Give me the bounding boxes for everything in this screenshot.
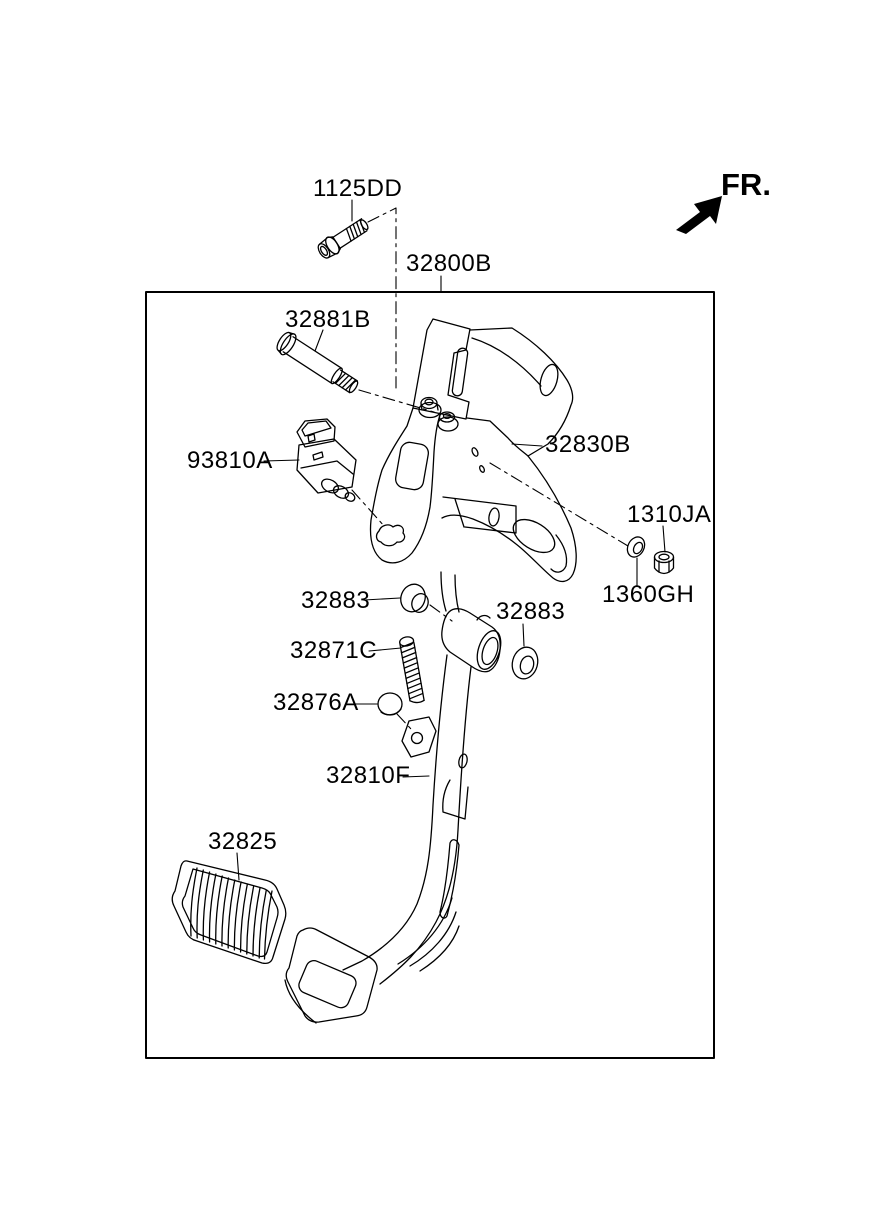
- pin-drawing: [274, 329, 363, 398]
- stopper-drawing: [378, 693, 436, 757]
- pedal-arm-drawing: [343, 655, 471, 984]
- part-label-32881b: 32881B: [285, 306, 371, 333]
- fr-arrow-icon: [676, 196, 722, 234]
- part-label-32800b: 32800B: [406, 250, 492, 277]
- part-label-32825: 32825: [208, 828, 278, 855]
- part-label-32883-lower: 32883: [496, 598, 566, 625]
- centerlines: [352, 208, 628, 729]
- border-box: [146, 292, 714, 1058]
- part-label-32871c: 32871C: [290, 637, 378, 664]
- bushing-upper-drawing: [397, 581, 431, 616]
- part-label-32883-upper: 32883: [301, 587, 371, 614]
- pedal-pad-drawing: [172, 861, 286, 964]
- part-label-32876a: 32876A: [273, 689, 359, 716]
- part-label-1310ja: 1310JA: [627, 501, 712, 528]
- bolt-drawing: [315, 215, 371, 261]
- bracket-drawing: [413, 319, 573, 456]
- part-label-32810f: 32810F: [326, 762, 411, 789]
- member-drawing: [370, 408, 576, 581]
- part-label-93810a: 93810A: [187, 447, 273, 474]
- pivot-tube-drawing: [441, 572, 505, 672]
- part-label-32830b: 32830B: [545, 431, 631, 458]
- switch-drawing: [297, 419, 356, 503]
- washer-drawing: [624, 534, 648, 560]
- nut-drawing: [655, 552, 674, 574]
- leader-lines: [237, 200, 665, 880]
- part-label-1360gh: 1360GH: [602, 581, 695, 608]
- pedal-plate-drawing: [285, 928, 377, 1023]
- spring-drawing: [399, 636, 424, 704]
- part-label-1125dd: 1125DD: [313, 175, 403, 202]
- bushing-lower-drawing: [509, 644, 541, 681]
- fr-direction-label: FR.: [721, 167, 771, 202]
